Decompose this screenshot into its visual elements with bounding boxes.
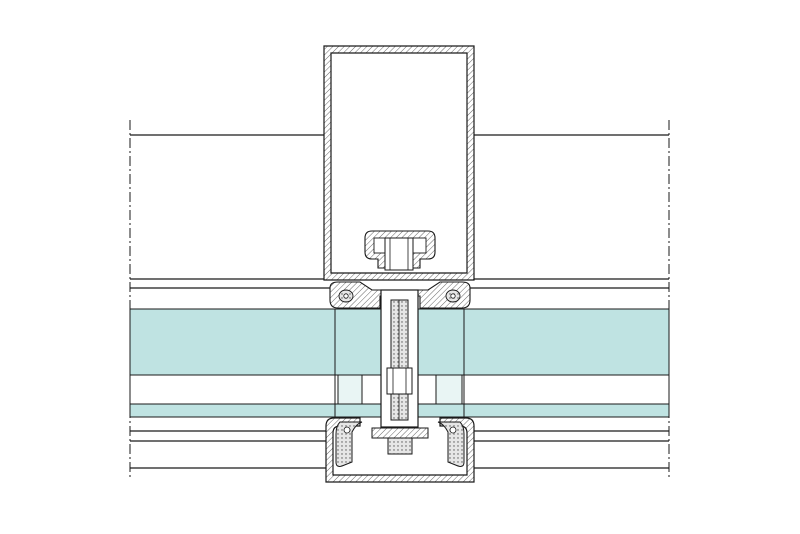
inner-glass-pane-left [129,403,336,418]
gasket-bottom-right [437,421,465,467]
outer-glass-pane-left [129,308,336,376]
spacer-left [337,374,363,405]
mullion-tube [323,45,475,281]
bolt-washer [371,427,429,439]
inner-glass-edge-right [417,403,465,418]
outer-glass-pane-right [463,308,670,376]
gasket-bottom-left [335,421,363,467]
cover-cap-bottom-shape-27 [449,426,457,434]
bolt-shank [390,299,409,421]
inner-glass-edge-left [334,403,382,418]
wall-lines [130,134,669,469]
bolt-nut [386,367,413,395]
pressure-plate-top-shape-19 [343,293,349,299]
cover-cap-bottom [325,417,475,483]
cavity-right [463,374,670,405]
spacer-right [435,374,463,405]
outer-glass-edge-left [334,308,382,376]
clamp-head [364,230,436,271]
pressure-plate-top-shape-20 [450,293,456,299]
inner-glass-pane-right [463,403,670,418]
glass-unit-left [129,308,363,418]
bolt-head [387,437,413,455]
clamp-head-shape-15 [384,237,414,271]
glass-unit-right [435,308,670,418]
cover-cap-bottom-shape-26 [343,426,351,434]
bolt-channel [380,289,419,428]
cavity-left [129,374,336,405]
outer-glass-edge-right [417,308,465,376]
mullion-tube-shape-12 [323,45,475,281]
